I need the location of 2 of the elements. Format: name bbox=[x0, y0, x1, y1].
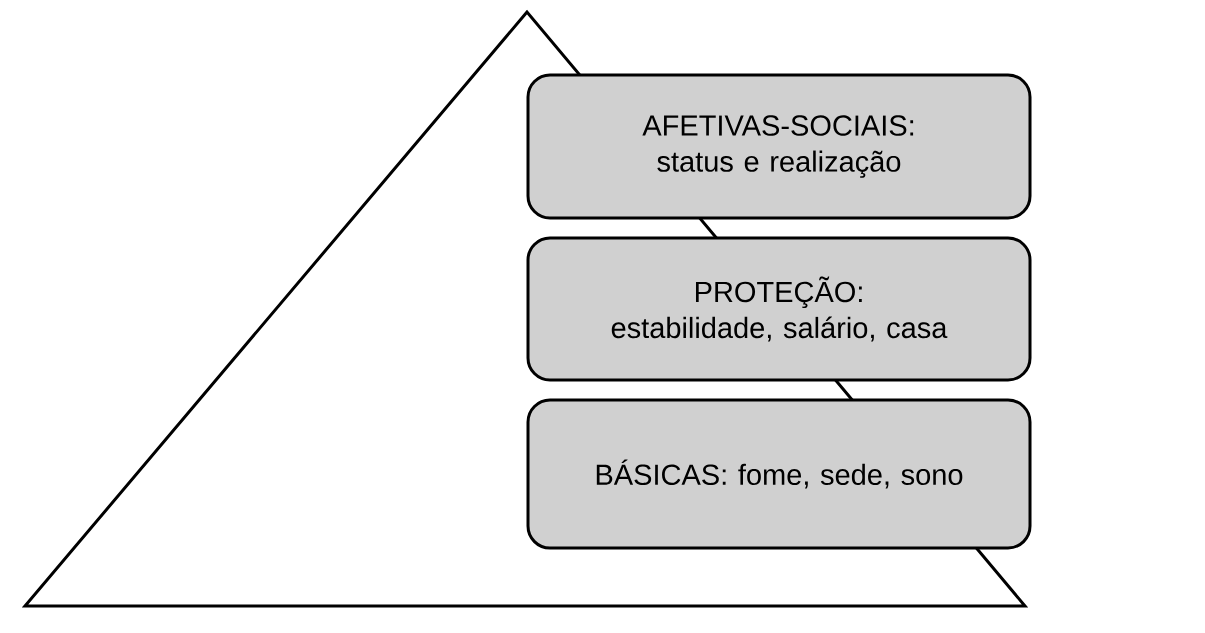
level-box: AFETIVAS-SOCIAIS: status e realização bbox=[526, 73, 1032, 220]
level-box: PROTEÇÃO: estabilidade, salário, casa bbox=[526, 236, 1032, 382]
